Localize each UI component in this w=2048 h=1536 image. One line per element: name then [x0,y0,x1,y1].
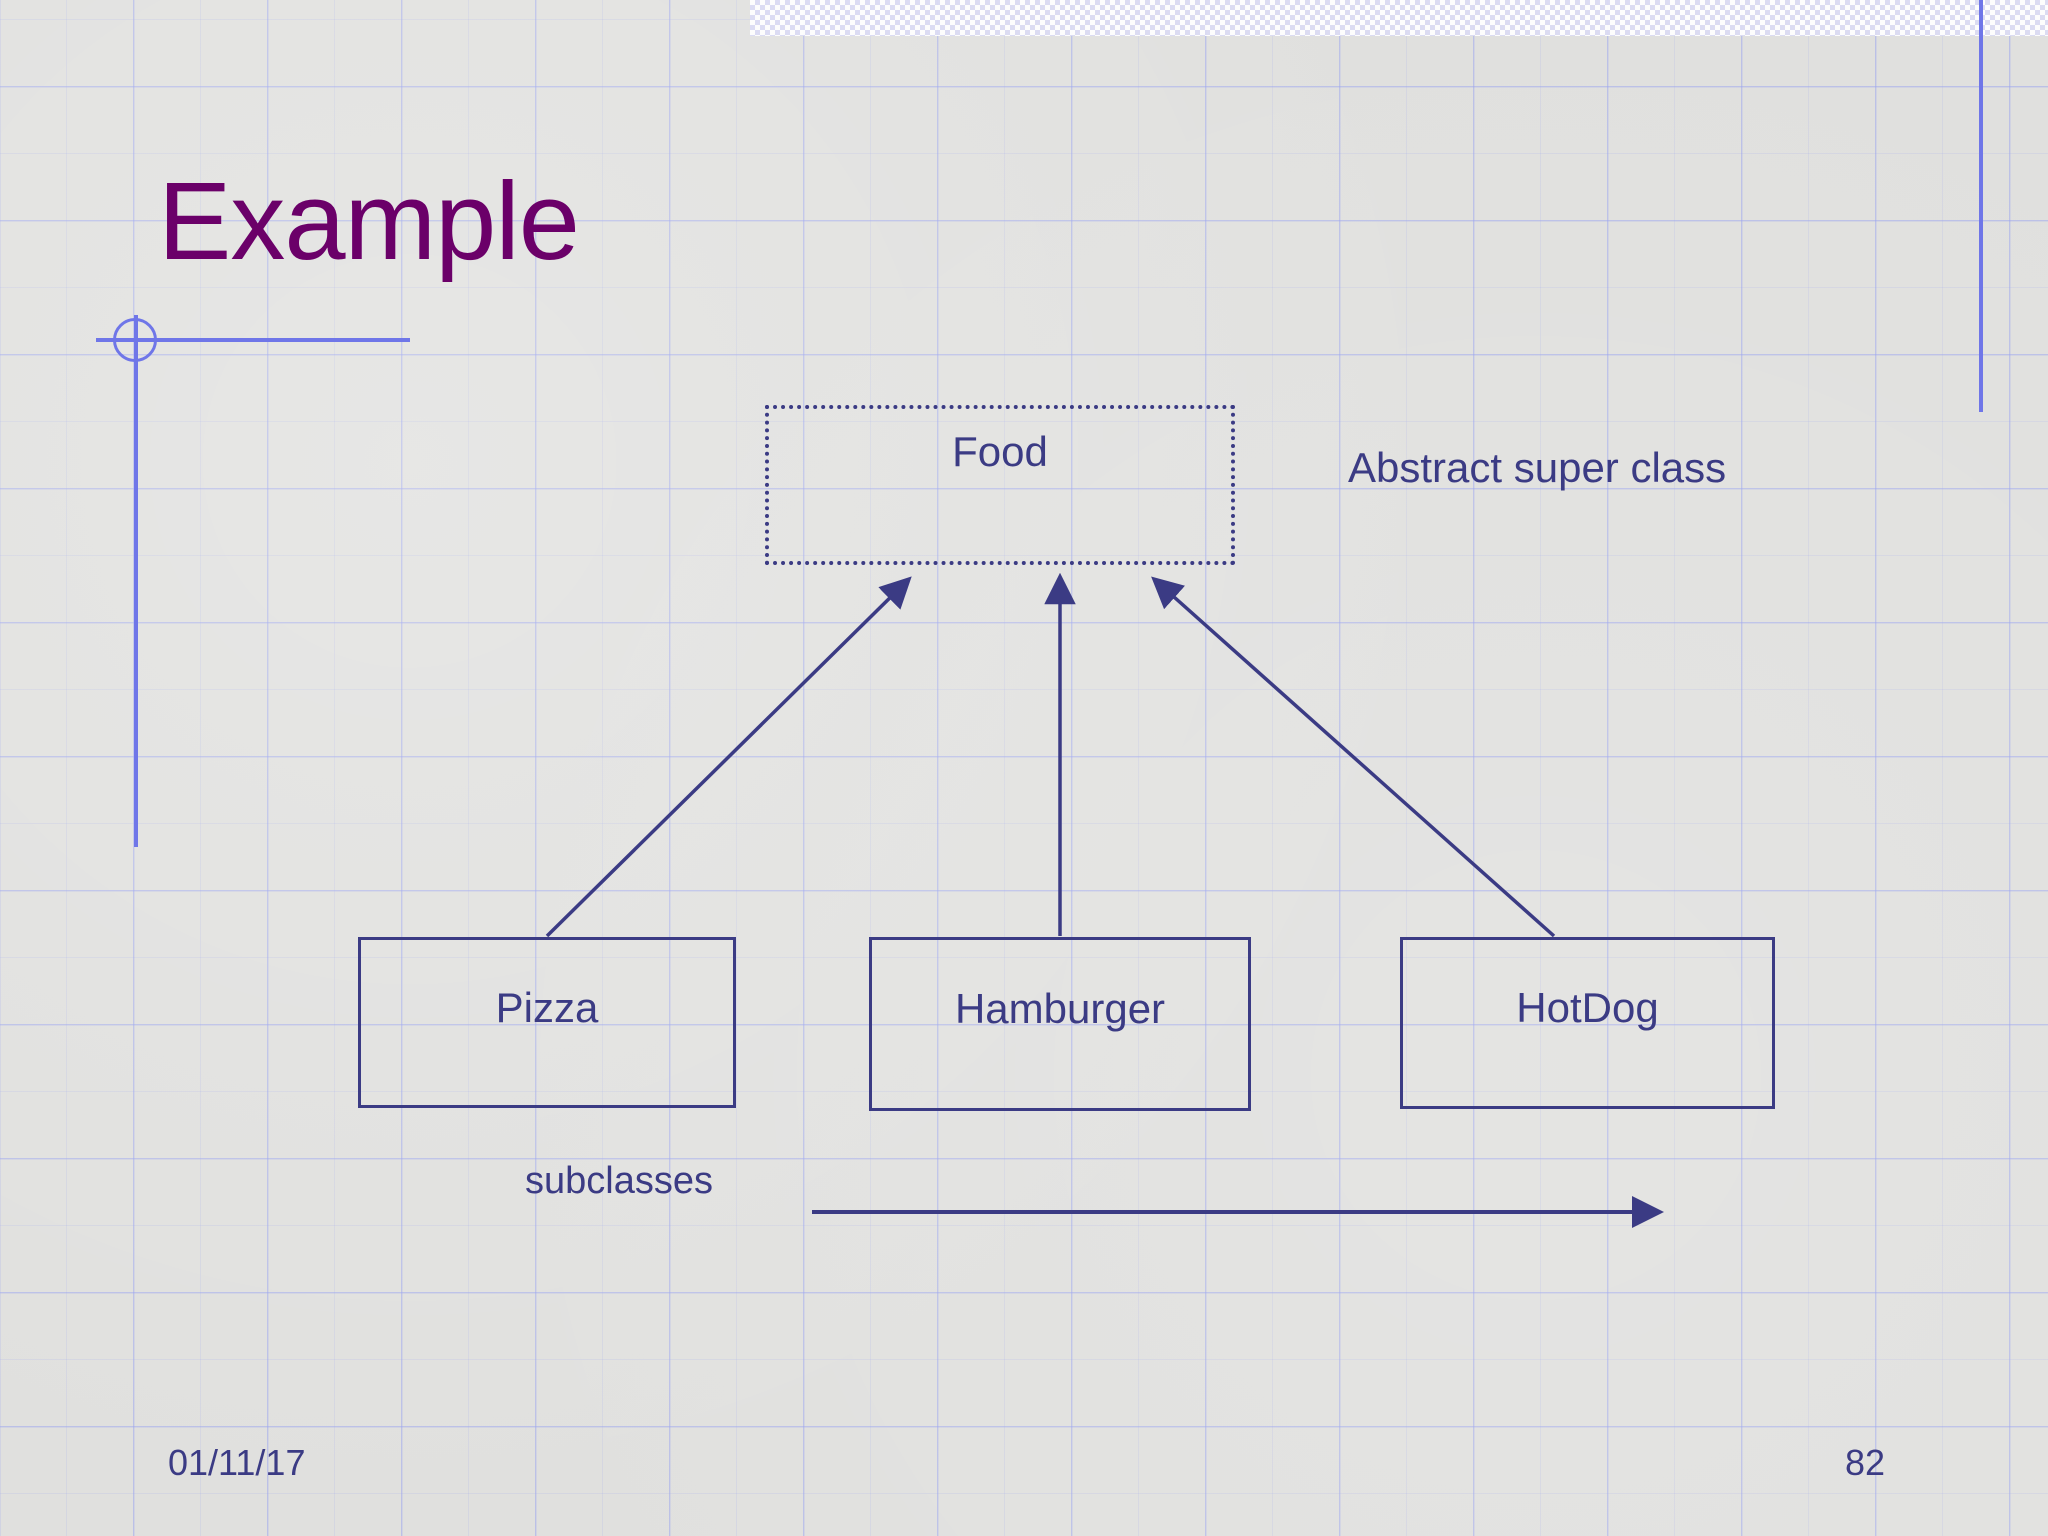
title-underline-accent [96,338,410,342]
class-box-hamburger-label: Hamburger [954,985,1166,1032]
abstract-superclass-annotation: Abstract super class [1348,444,1727,491]
subclasses-annotation: subclasses [525,1160,713,1202]
edge-hotdog-to-food [1151,576,1556,938]
footer-date: 01/11/17 [168,1442,306,1483]
class-box-food-label: Food [952,428,1048,475]
footer-page-number: 82 [1845,1442,1886,1483]
class-box-food[interactable]: Food [765,405,1235,565]
left-vertical-accent-line [134,315,138,847]
class-box-hamburger[interactable]: Hamburger [869,937,1251,1111]
right-vertical-accent-line [1979,0,1983,412]
class-box-pizza[interactable]: Pizza [358,937,736,1108]
page-title: Example [158,160,580,283]
edge-pizza-to-food [545,576,912,938]
class-box-hotdog[interactable]: HotDog [1400,937,1775,1109]
circle-accent-icon [113,318,157,362]
class-box-pizza-label: Pizza [495,983,599,1031]
class-box-hotdog-label: HotDog [1516,984,1659,1031]
top-dotted-band [750,0,2048,36]
